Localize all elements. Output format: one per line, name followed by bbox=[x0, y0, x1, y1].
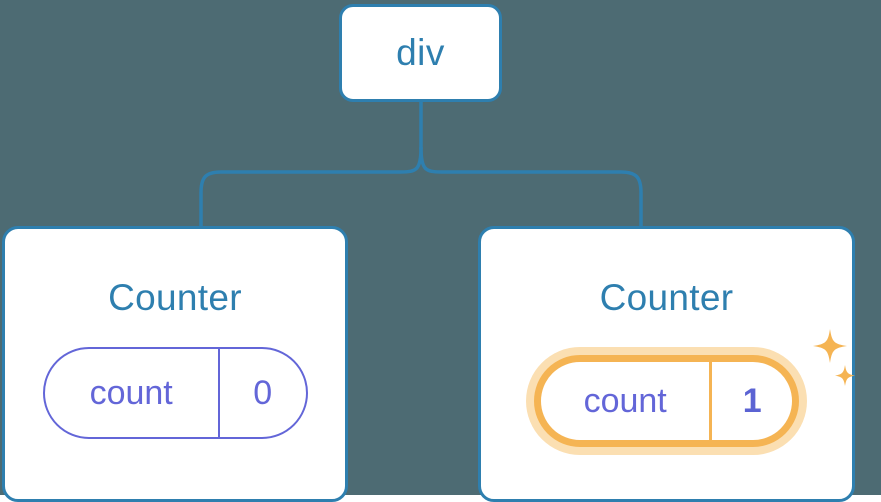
state-value: 1 bbox=[742, 381, 762, 420]
state-value: 0 bbox=[253, 373, 273, 412]
sparkle-small-icon bbox=[835, 365, 855, 386]
component-title: Counter bbox=[108, 277, 242, 318]
state-pill[interactable]: count 0 bbox=[42, 347, 308, 439]
component-title: Counter bbox=[599, 277, 734, 318]
state-pill[interactable]: count 1 bbox=[534, 355, 799, 447]
sparkle-large-icon bbox=[813, 329, 847, 363]
node-counter-right[interactable]: Counter count 1 bbox=[478, 226, 855, 502]
state-key: count bbox=[541, 362, 713, 440]
edge-to-left-child bbox=[199, 146, 423, 230]
sparkles-group bbox=[813, 329, 855, 386]
node-counter-left[interactable]: Counter count 0 bbox=[2, 226, 348, 502]
root-node-label: div bbox=[396, 32, 445, 73]
node-root-div[interactable]: div bbox=[339, 4, 502, 102]
state-pill-wrapper: count 1 bbox=[526, 329, 855, 455]
state-pill-highlight-ring: count 1 bbox=[526, 347, 807, 455]
state-key: count bbox=[45, 349, 220, 437]
edge-to-right-child bbox=[419, 146, 643, 230]
state-pill-wrapper: count 0 bbox=[42, 347, 308, 439]
